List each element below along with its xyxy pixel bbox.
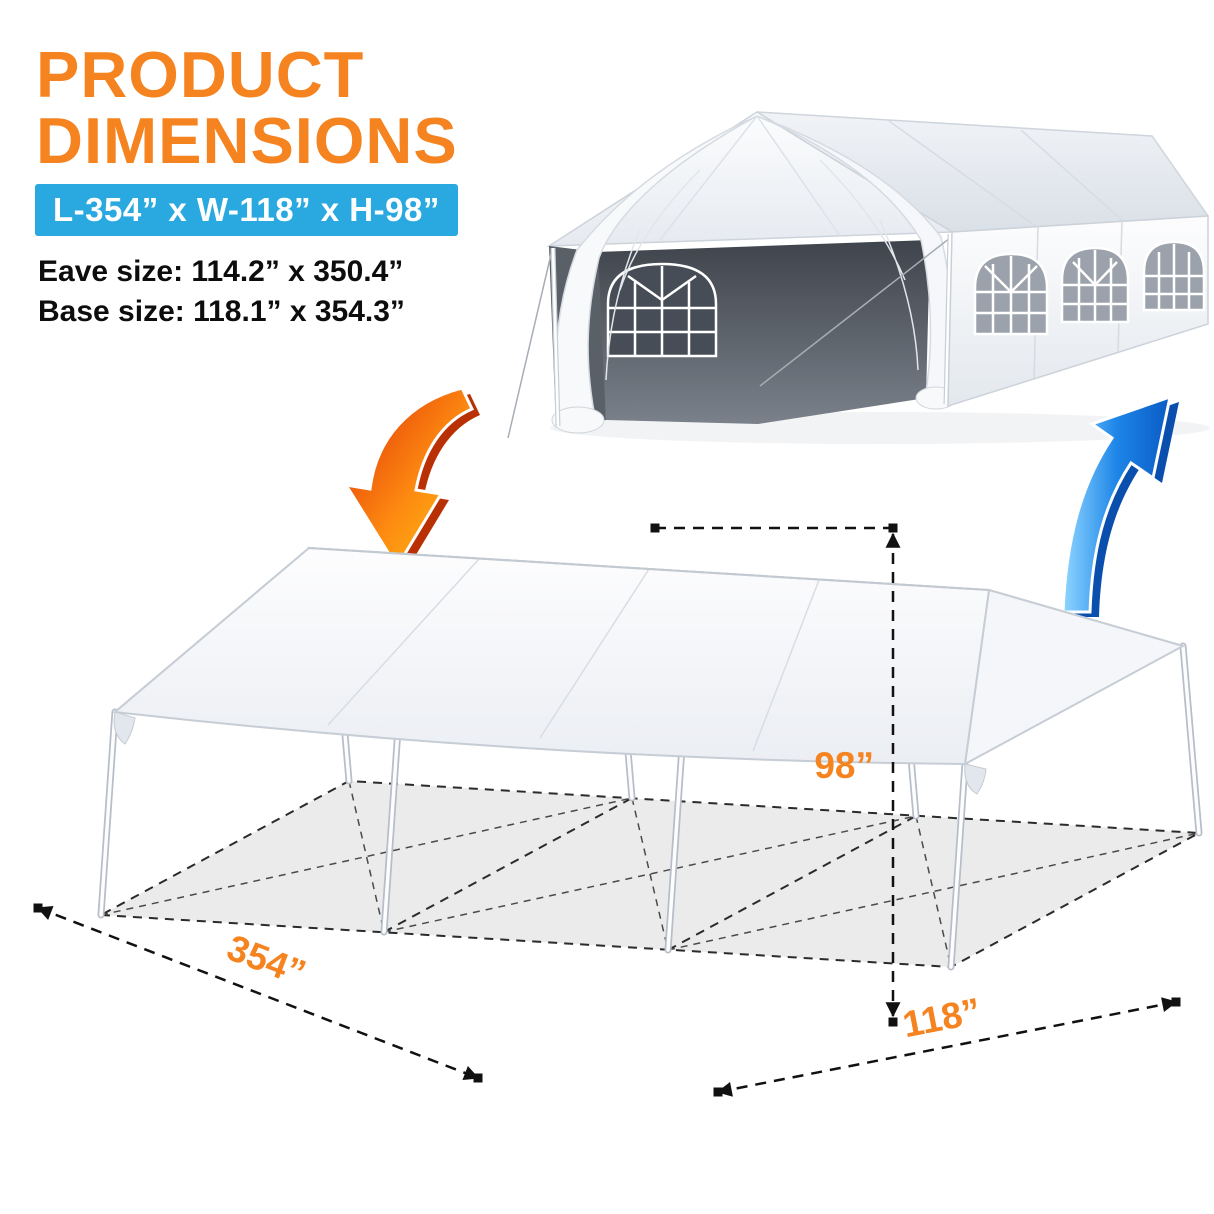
length-dimension-line (36, 905, 480, 1081)
guy-ropes (507, 237, 951, 439)
eave-size-text: Eave size: 114.2” x 350.4” (38, 255, 404, 288)
canopy-top (112, 546, 1186, 795)
canopy-front-slope (112, 546, 991, 766)
canopy-ridge (308, 547, 990, 591)
size-specs: Eave size: 114.2” x 350.4” Base size: 11… (38, 252, 405, 332)
canopy-seams (327, 558, 820, 752)
photo-leg-left-fill (551, 247, 560, 427)
side-window-1-icon (973, 252, 1049, 336)
dimensions-banner: L-354” x W-118” x H-98” (35, 184, 458, 236)
photo-gable-seams (659, 115, 841, 241)
wireframe-canopy-diagram (97, 546, 1203, 971)
blue-arrow-icon (1061, 394, 1179, 617)
side-window-3-icon (1142, 240, 1206, 312)
legs-front-row (97, 708, 969, 971)
dimension-end-squares (33, 523, 1181, 1097)
interior-window-icon (606, 262, 718, 358)
floor-diagonals (100, 780, 1200, 968)
height-dimension-label: 98” (814, 745, 874, 786)
canopy-corner-tip-left (113, 711, 136, 745)
photo-leg-right-fill (944, 233, 952, 405)
canopy-right-hip (963, 588, 1186, 766)
title-line-1: PRODUCT (36, 38, 365, 111)
curtain-fold-lines (605, 159, 919, 381)
width-dimension-label: 118” (899, 990, 984, 1045)
canopy-corner-tip-right (964, 763, 987, 795)
page-title: PRODUCT DIMENSIONS (36, 38, 458, 178)
side-window-2-icon (1060, 246, 1130, 324)
base-size-text: Base size: 118.1” x 354.3” (38, 295, 405, 329)
photo-roof-seams (888, 120, 1124, 228)
red-arrow-icon (342, 386, 480, 573)
tent-photo-illustration (507, 111, 1210, 444)
dimension-annotations: 354” 118” 98” (33, 523, 1181, 1097)
curtain-tieback-left (551, 406, 605, 434)
width-dimension-line (716, 997, 1178, 1097)
title-line-2: DIMENSIONS (36, 104, 458, 178)
